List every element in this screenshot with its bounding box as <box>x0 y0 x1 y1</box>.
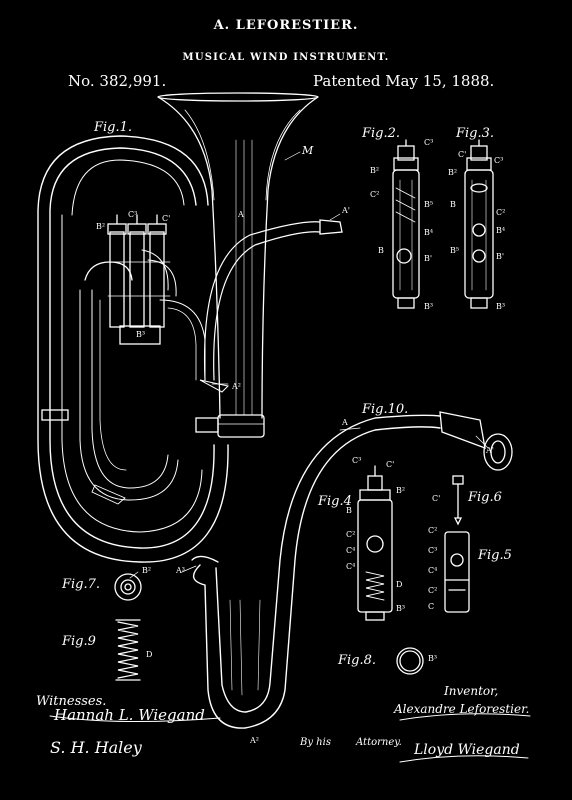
part-label-c3-fig3: C³ <box>494 156 504 165</box>
part-label-b5-fig3: B⁵ <box>450 246 460 255</box>
part-label-b2-fig4: B² <box>396 486 406 495</box>
part-label-c-prime-fig3: C' <box>458 150 467 159</box>
fig-1-label: Fig.1. <box>94 120 133 135</box>
part-label-b3-fig8: B³ <box>428 654 438 663</box>
part-label-c3-fig5: C³ <box>428 546 438 555</box>
part-label-b3-fig4: B³ <box>396 604 406 613</box>
part-label-c4b-fig4: C⁴ <box>346 562 356 571</box>
part-label-c-prime-fig4: C' <box>386 460 395 469</box>
part-label-c-prime-fig6: C' <box>432 494 441 503</box>
fig-6-label: Fig.6 <box>468 490 502 505</box>
fig-5-label: Fig.5 <box>478 548 512 563</box>
fig-3-label: Fig.3. <box>456 126 495 141</box>
tuba-figure-1 <box>37 92 343 563</box>
witness-2-signature: S. H. Haley <box>50 738 142 757</box>
patent-number: No. 382,991. <box>68 72 167 90</box>
part-label-b2-fig3: B² <box>448 168 458 177</box>
witnesses-label: Witnesses. <box>36 694 107 709</box>
part-label-d-fig9: D <box>146 650 153 659</box>
patent-date: Patented May 15, 1888. <box>313 72 495 90</box>
fig-7-label: Fig.7. <box>62 577 101 592</box>
fig-4-label: Fig.4 <box>318 494 352 509</box>
part-label-b-prime-fig2: B' <box>424 254 433 263</box>
part-label-b3-fig1: B³ <box>136 330 146 339</box>
part-label-b3-fig2: B³ <box>424 302 434 311</box>
fig-8-label: Fig.8. <box>338 653 377 668</box>
part-label-a3: A³ <box>176 566 185 575</box>
part-label-c2-fig4: C² <box>346 530 356 539</box>
part-label-c3-fig4: C³ <box>352 456 362 465</box>
patent-subtitle: MUSICAL WIND INSTRUMENT. <box>182 52 390 63</box>
attorney-signature: Lloyd Wiegand <box>414 742 520 758</box>
valve-figure-4 <box>357 465 393 621</box>
part-label-b2-fig7: B² <box>142 566 152 575</box>
part-label-c4-fig4: C⁴ <box>346 546 356 555</box>
witness-1-signature: Hannah L. Wiegand <box>54 706 205 724</box>
ring-figure-8 <box>396 647 424 675</box>
by-his-text: By his <box>300 737 331 748</box>
part-label-c-fig5: C <box>428 602 435 611</box>
pin-figure-6 <box>452 475 464 526</box>
spring-figure-9 <box>115 619 141 681</box>
washer-figure-7 <box>114 573 142 601</box>
part-label-c4-fig5: C⁴ <box>428 566 438 575</box>
part-label-a-prime-fig10: A' <box>486 446 494 455</box>
part-label-c3-fig2: C³ <box>424 138 434 147</box>
part-label-c2-fig3: C² <box>496 208 506 217</box>
part-label-a: A <box>238 210 244 219</box>
signature-flourishes <box>49 713 531 763</box>
part-label-b-fig3: B <box>450 200 456 209</box>
leader-lines <box>129 151 489 579</box>
fig-10-label: Fig.10. <box>362 402 409 417</box>
valve-figure-2 <box>392 139 420 309</box>
part-label-m: M <box>302 144 314 157</box>
patent-inventor-title: A. LEFORESTIER. <box>213 18 359 33</box>
valve-figure-3 <box>464 139 494 309</box>
part-label-b2-fig2: B² <box>370 166 380 175</box>
part-label-b-fig2: B <box>378 246 384 255</box>
part-label-b5-fig2: B⁵ <box>424 200 434 209</box>
part-label-b-prime-fig3: B' <box>496 252 505 261</box>
part-label-b2-fig1: B² <box>96 222 106 231</box>
part-label-b4-fig3: B⁴ <box>496 226 506 235</box>
part-label-c-prime-fig1: C' <box>162 214 171 223</box>
part-label-a2: A² <box>232 382 241 391</box>
part-label-c2-fig5: C² <box>428 526 438 535</box>
valve-cluster <box>107 214 177 345</box>
lead-pipe-figure-10 <box>191 411 513 729</box>
part-label-a-prime: A' <box>342 206 350 215</box>
inventor-signature: Alexandre Leforestier. <box>394 702 530 716</box>
part-label-a-fig10: A <box>342 418 348 427</box>
attorney-label: Attorney. <box>356 737 402 748</box>
part-label-c2-fig2: C² <box>370 190 380 199</box>
fig-9-label: Fig.9 <box>62 634 96 649</box>
part-label-c2b-fig5: C² <box>428 586 438 595</box>
part-label-b3-fig3: B³ <box>496 302 506 311</box>
part-label-d-fig4: D <box>396 580 403 589</box>
inventor-label: Inventor, <box>444 684 499 698</box>
fig-2-label: Fig.2. <box>362 126 401 141</box>
part-label-b-fig4: B <box>346 506 352 515</box>
part-label-c3-fig1: C³ <box>128 210 138 219</box>
part-label-b4-fig2: B⁴ <box>424 228 434 237</box>
part-label-a2-fig10: A² <box>250 736 259 745</box>
valve-figure-5 <box>444 531 470 613</box>
